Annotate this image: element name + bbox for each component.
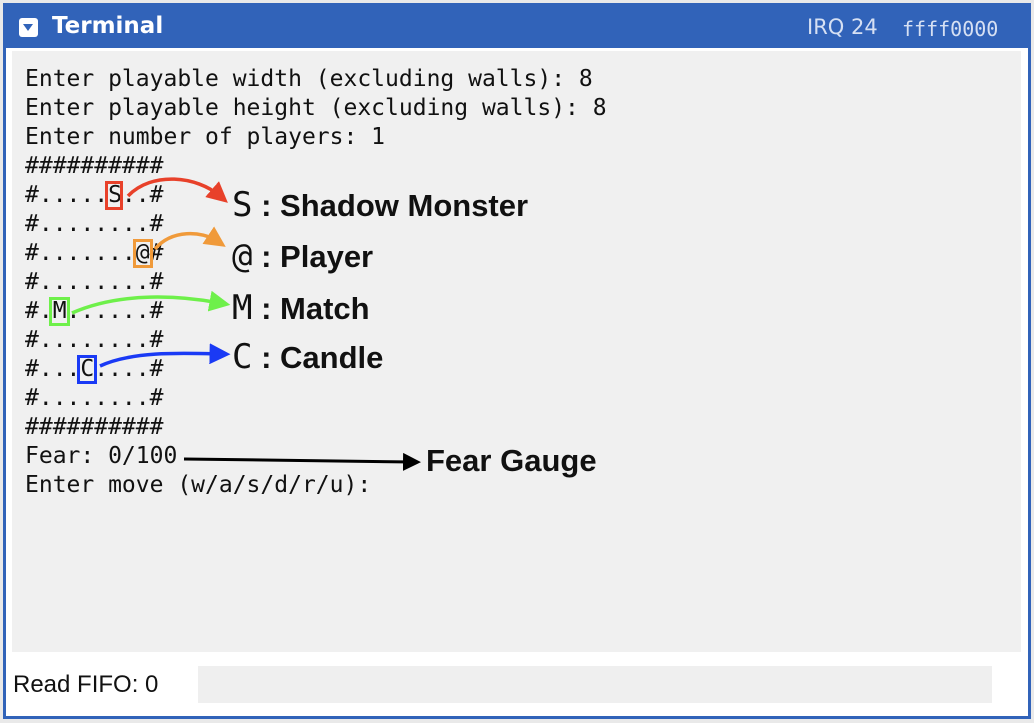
terminal-line: #........# [25, 385, 164, 411]
match-legend: M : Match [232, 288, 370, 328]
terminal-text: Enter playable width (excluding walls): … [25, 65, 607, 500]
legend-glyph: @ [232, 236, 253, 276]
terminal-line: Enter playable width (excluding walls): … [25, 66, 593, 92]
terminal-line: Enter number of players: 1 [25, 124, 386, 150]
terminal-line: #.......@# [25, 240, 164, 266]
terminal-line: Fear: 0/100 [25, 443, 178, 469]
terminal-line: #........# [25, 269, 164, 295]
legend-label: : Match [261, 291, 370, 326]
player-arrow [153, 226, 226, 251]
match-highlight-box [49, 297, 70, 326]
terminal-line: #........# [25, 211, 164, 237]
terminal-window: Terminal IRQ 24 ffff0000 Enter playable … [3, 3, 1031, 719]
shadow-monster-legend: S : Shadow Monster [232, 185, 528, 225]
annotation-arrows [71, 177, 421, 471]
candle-highlight-box [77, 355, 97, 384]
terminal-line: Enter playable height (excluding walls):… [25, 95, 607, 121]
terminal-line: ########## [25, 414, 164, 440]
footer: Read FIFO: 0 [6, 658, 1028, 716]
terminal-line: Enter move (w/a/s/d/r/u): [25, 472, 372, 498]
legend-label: : Player [261, 239, 374, 274]
shadow-highlight-box [105, 181, 123, 210]
address-label: ffff0000 [902, 17, 999, 41]
irq-label: IRQ 24 [807, 15, 878, 39]
window-title: Terminal [52, 13, 164, 39]
input-field[interactable] [198, 666, 992, 703]
candle-arrow [99, 343, 231, 368]
legend-glyph: C [232, 337, 253, 377]
legend-label: : Shadow Monster [261, 188, 529, 223]
caret-down-icon[interactable] [19, 18, 38, 37]
fear-arrow [183, 452, 421, 471]
legend-glyph: M [232, 288, 253, 328]
terminal-line: #........# [25, 327, 164, 353]
terminal-line: ########## [25, 153, 164, 179]
player-highlight-box [133, 239, 153, 268]
terminal-line: #.M......# [25, 298, 164, 324]
legend-label: : Candle [261, 340, 384, 375]
shadow-arrow [126, 177, 228, 203]
candle-legend: C : Candle [232, 337, 383, 377]
match-arrow [71, 290, 231, 315]
legend-glyph: S [232, 185, 253, 225]
title-bar: Terminal IRQ 24 ffff0000 [6, 6, 1028, 48]
terminal-output: Enter playable width (excluding walls): … [12, 51, 1021, 652]
fear-gauge-legend: Fear Gauge [426, 443, 597, 478]
read-fifo-label: Read FIFO: 0 [13, 671, 159, 698]
player-legend: @ : Player [232, 236, 373, 276]
